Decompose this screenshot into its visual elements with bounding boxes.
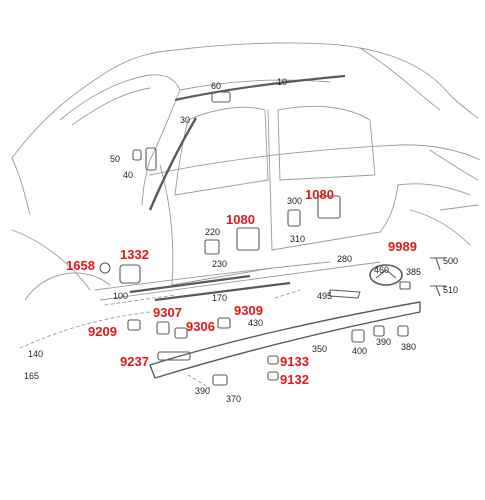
part-9989 bbox=[375, 269, 397, 279]
label-370: 370 bbox=[226, 394, 242, 404]
leader-dash-3 bbox=[274, 289, 301, 299]
grommet-9133 bbox=[267, 355, 279, 365]
clip-400 bbox=[351, 329, 365, 343]
highlight-9132: 9132 bbox=[280, 372, 309, 387]
grommet-9132 bbox=[267, 371, 279, 381]
highlight-9306: 9306 bbox=[186, 319, 215, 334]
label-460: 460 bbox=[374, 265, 390, 275]
clip-50 bbox=[132, 149, 142, 161]
front-wheel-arch bbox=[24, 272, 111, 301]
label-500: 500 bbox=[443, 256, 459, 266]
clip-9309 bbox=[217, 317, 231, 329]
leader-dash-2 bbox=[104, 294, 176, 306]
clip-370 bbox=[212, 374, 228, 386]
rear-door-window bbox=[277, 105, 376, 181]
label-10: 10 bbox=[277, 77, 288, 87]
sill-upper bbox=[94, 261, 331, 291]
label-350: 350 bbox=[312, 344, 328, 354]
part-9989-circle bbox=[369, 264, 403, 286]
label-230: 230 bbox=[212, 259, 228, 269]
windshield-inner bbox=[71, 87, 151, 126]
highlight-1080-rear: 1080 bbox=[305, 187, 334, 202]
label-400: 400 bbox=[352, 346, 368, 356]
clip-60 bbox=[211, 91, 231, 103]
label-495: 495 bbox=[317, 291, 333, 301]
highlight-9133: 9133 bbox=[280, 354, 309, 369]
highlight-9989: 9989 bbox=[388, 239, 417, 254]
highlight-9309: 9309 bbox=[234, 303, 263, 318]
a-pillar bbox=[141, 89, 181, 206]
cap-1658 bbox=[99, 262, 111, 274]
clip-380 bbox=[397, 325, 409, 337]
label-380: 380 bbox=[401, 342, 417, 352]
clip-1332 bbox=[119, 264, 141, 284]
rear-roof-edge bbox=[359, 47, 441, 111]
highlight-1658: 1658 bbox=[66, 258, 95, 273]
label-40: 40 bbox=[123, 170, 134, 180]
roof-rail bbox=[179, 79, 331, 91]
label-390-right: 390 bbox=[376, 337, 392, 347]
clip-40 bbox=[145, 147, 157, 171]
leader-dash-1 bbox=[19, 311, 151, 349]
body-beltline bbox=[149, 144, 481, 176]
clip-9306 bbox=[174, 327, 188, 339]
screw-500 bbox=[430, 257, 446, 271]
rear-door-outline bbox=[271, 184, 399, 251]
label-300: 300 bbox=[287, 196, 303, 206]
clip-9209 bbox=[127, 319, 141, 331]
clip-9237 bbox=[157, 351, 191, 361]
trim-strip-100 bbox=[129, 274, 251, 294]
roof-trim-strip bbox=[174, 74, 346, 102]
trim-strip-170 bbox=[154, 281, 291, 302]
leader-dash-4 bbox=[187, 374, 211, 389]
highlight-1080-front: 1080 bbox=[226, 212, 255, 227]
bracket-1080-front bbox=[236, 227, 260, 251]
rocker-panel bbox=[149, 301, 421, 379]
bracket-1080-rear bbox=[317, 195, 341, 219]
clip-220 bbox=[204, 239, 220, 255]
hood-outline bbox=[11, 49, 176, 159]
label-220: 220 bbox=[205, 227, 221, 237]
label-165: 165 bbox=[24, 371, 40, 381]
label-510: 510 bbox=[443, 285, 459, 295]
highlight-9209: 9209 bbox=[88, 324, 117, 339]
label-430: 430 bbox=[248, 318, 264, 328]
clip-390 bbox=[373, 325, 385, 337]
clip-9307 bbox=[156, 321, 170, 335]
highlight-9237: 9237 bbox=[120, 354, 149, 369]
label-390-bottom: 390 bbox=[195, 386, 211, 396]
label-280: 280 bbox=[337, 254, 353, 264]
rear-quarter bbox=[397, 183, 471, 246]
label-385: 385 bbox=[406, 267, 422, 277]
label-50: 50 bbox=[110, 154, 121, 164]
label-100: 100 bbox=[113, 291, 129, 301]
label-310: 310 bbox=[290, 234, 306, 244]
label-60: 60 bbox=[211, 81, 222, 91]
clip-385 bbox=[399, 281, 411, 290]
label-140: 140 bbox=[28, 349, 44, 359]
highlight-9307: 9307 bbox=[153, 305, 182, 320]
roof-outline bbox=[174, 42, 479, 119]
label-170: 170 bbox=[212, 293, 228, 303]
rocker-line bbox=[99, 261, 381, 301]
highlight-1332: 1332 bbox=[120, 247, 149, 262]
trim-495 bbox=[329, 289, 361, 299]
front-fender bbox=[11, 157, 91, 291]
front-door-window bbox=[174, 106, 269, 196]
b-pillar bbox=[267, 109, 273, 251]
label-30: 30 bbox=[180, 115, 191, 125]
rear-body-edge bbox=[429, 149, 479, 211]
windshield-outline bbox=[59, 74, 181, 121]
clip-300 bbox=[287, 209, 301, 227]
screw-510 bbox=[430, 285, 446, 297]
a-pillar-trim bbox=[148, 117, 198, 211]
